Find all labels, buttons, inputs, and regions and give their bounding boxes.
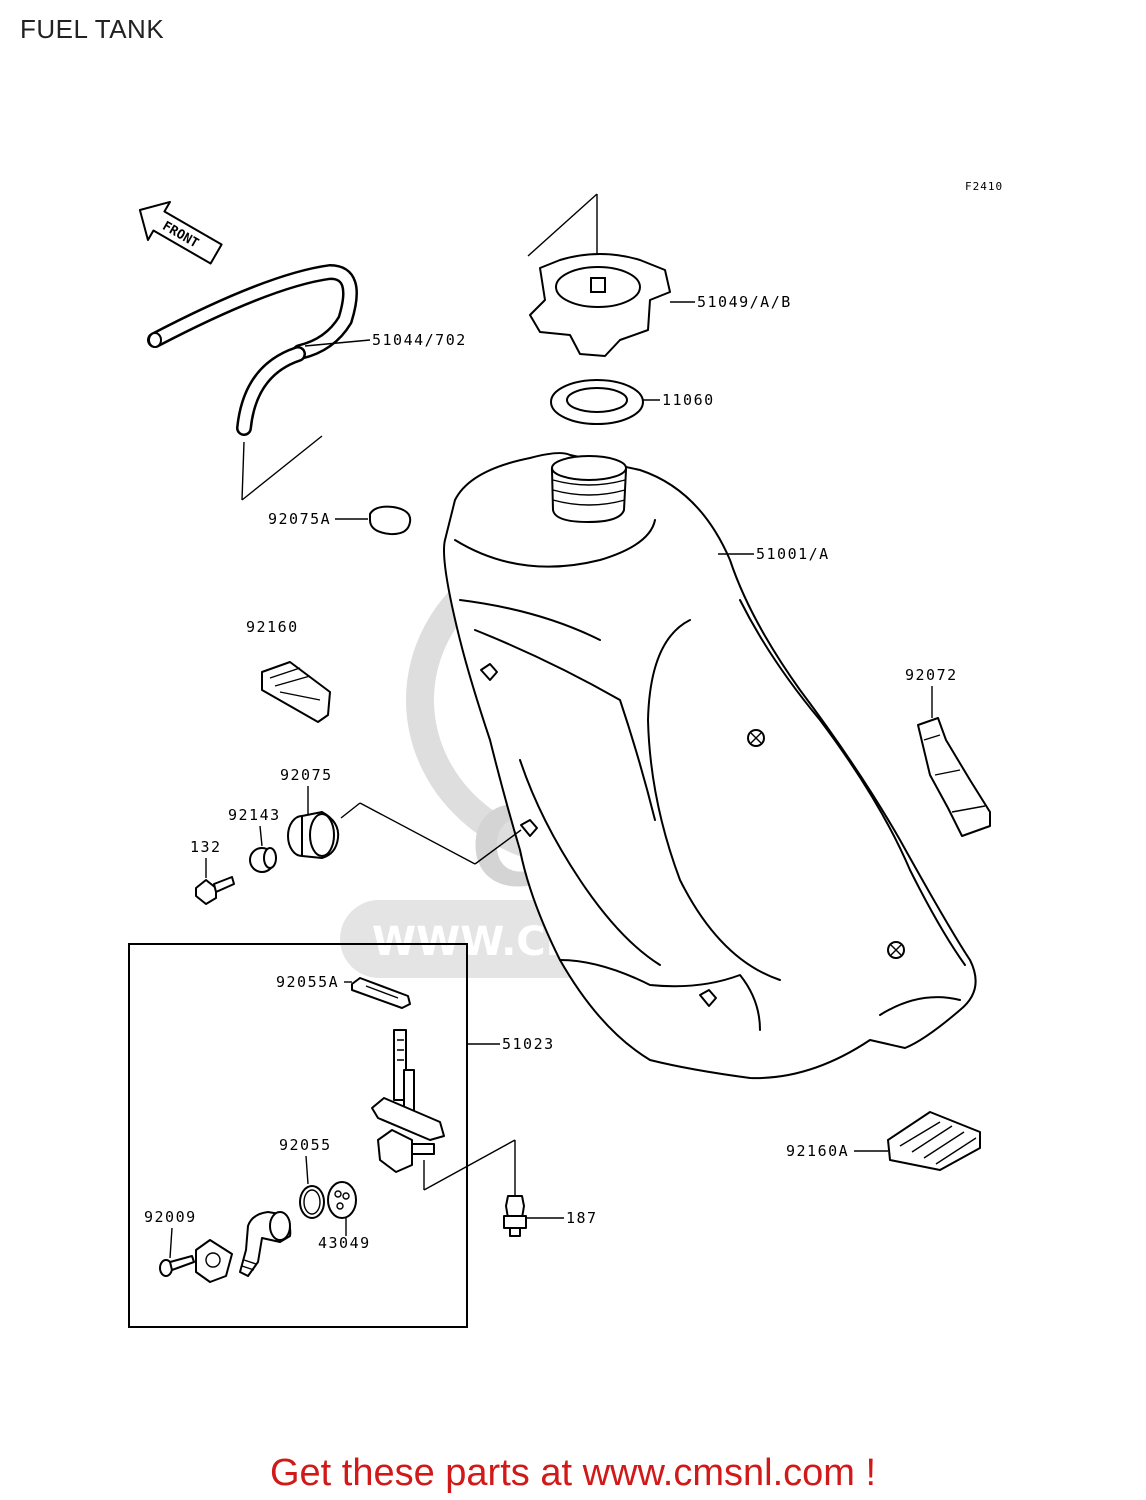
figure-code: F2410 (965, 180, 1003, 193)
label-43049: 43049 (318, 1234, 371, 1252)
label-92075A: 92075A (268, 510, 331, 528)
cap-gasket (550, 379, 644, 425)
label-92160: 92160 (246, 618, 299, 636)
label-132: 132 (190, 838, 222, 856)
fuel-tap (371, 1029, 516, 1196)
label-11060: 11060 (662, 391, 715, 409)
rubber-damper (287, 802, 522, 865)
label-51049: 51049/A/B (697, 293, 792, 311)
tank-pad-a (887, 1111, 981, 1171)
fuel-cap (527, 193, 671, 357)
label-92075: 92075 (280, 766, 333, 784)
plug-cap (369, 505, 412, 536)
label-92160A: 92160A (786, 1142, 849, 1160)
fuel-tank (443, 452, 977, 1080)
o-ring (299, 1185, 325, 1219)
label-51044: 51044/702 (372, 331, 467, 349)
label-51023: 51023 (502, 1035, 555, 1053)
label-92072: 92072 (905, 666, 958, 684)
bolt-132 (195, 876, 235, 905)
label-92055A: 92055A (276, 973, 339, 991)
tap-gasket (351, 977, 411, 1009)
screw-92009 (159, 1255, 195, 1277)
label-187: 187 (566, 1209, 598, 1227)
collar (249, 847, 277, 873)
breather-hose (147, 263, 358, 501)
tank-pad (261, 661, 331, 723)
tap-plate (195, 1239, 233, 1283)
label-51001: 51001/A (756, 545, 830, 563)
fuel-tap-box (128, 943, 468, 1328)
page-title: FUEL TANK (20, 14, 165, 44)
footer-cta: Get these parts at www.cmsnl.com ! (269, 1452, 877, 1494)
front-arrow-icon: FRONT (138, 200, 223, 265)
label-92009: 92009 (144, 1208, 197, 1226)
label-92143: 92143 (228, 806, 281, 824)
tank-band (917, 717, 991, 837)
label-92055: 92055 (279, 1136, 332, 1154)
packing (327, 1181, 357, 1219)
bolt-187 (503, 1195, 527, 1237)
tap-lever (239, 1211, 292, 1277)
